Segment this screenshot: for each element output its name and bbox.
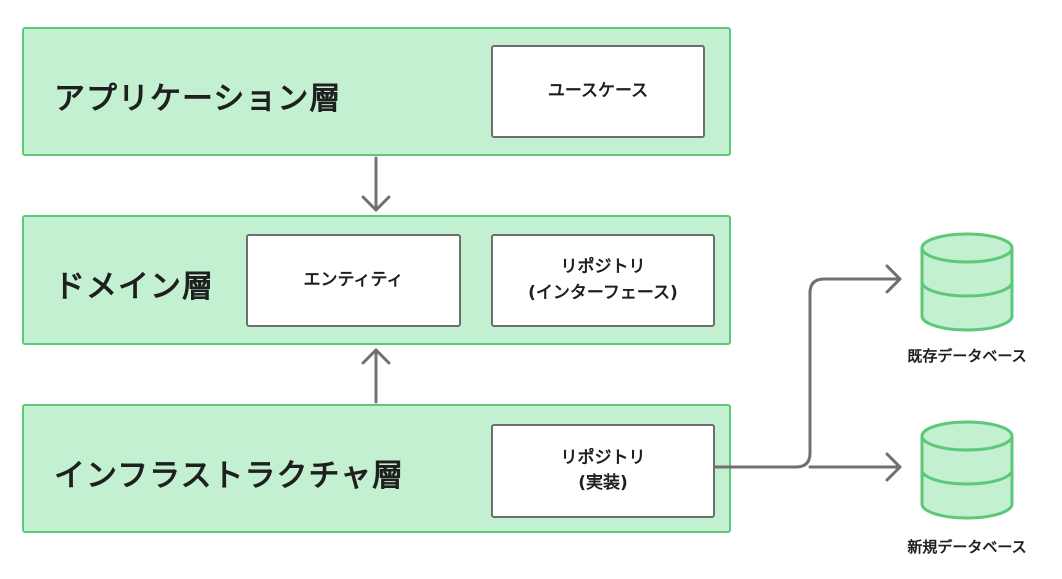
usecase-box: ユースケース (491, 45, 705, 138)
infrastructure-layer-title: インフラストラクチャ層 (54, 458, 405, 494)
domain-layer: ドメイン層 エンティティ リポジトリ (インターフェース) (22, 215, 731, 345)
arrow-infrastructure-to-domain (361, 348, 391, 404)
arrow-to-new-database (808, 452, 902, 482)
repository-impl-label-2: (実装) (578, 473, 628, 493)
entity-box: エンティティ (246, 234, 461, 327)
entity-label: エンティティ (303, 269, 404, 290)
arrow-to-existing-database (713, 264, 902, 469)
application-layer-title: アプリケーション層 (54, 81, 342, 117)
application-layer: アプリケーション層 ユースケース (22, 27, 731, 156)
existing-database-label: 既存データベース (907, 347, 1027, 365)
usecase-label: ユースケース (547, 80, 649, 101)
repository-interface-label-1: リポジトリ (560, 257, 646, 277)
repository-interface-label-2: (インターフェース) (528, 282, 678, 303)
domain-layer-title: ドメイン層 (54, 269, 214, 305)
repository-impl-label-1: リポジトリ (560, 447, 646, 468)
new-database-icon (920, 420, 1014, 520)
new-database-label: 新規データベース (907, 538, 1027, 556)
arrow-application-to-domain (361, 156, 391, 212)
repository-interface-box: リポジトリ (インターフェース) (491, 234, 715, 327)
repository-impl-box: リポジトリ (実装) (491, 424, 715, 518)
existing-database-icon (920, 232, 1014, 332)
